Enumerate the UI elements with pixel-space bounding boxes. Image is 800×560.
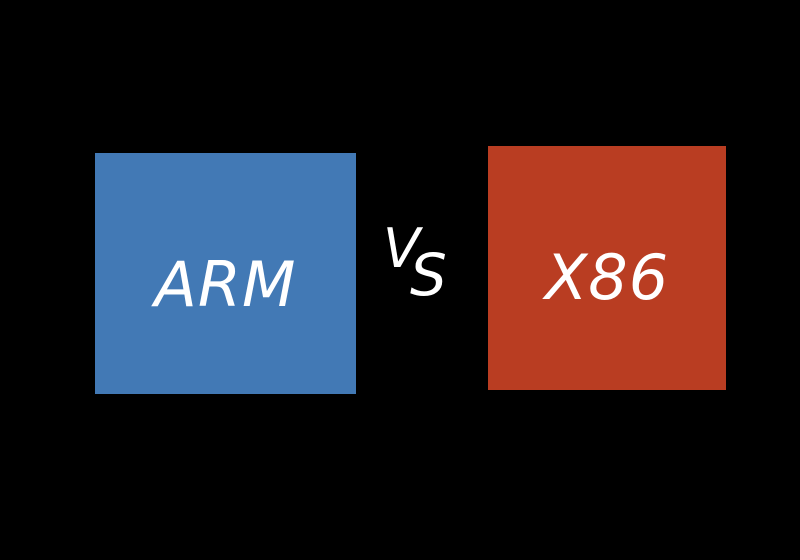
x86-panel: X86 [488,146,726,390]
x86-label: X86 [544,241,670,314]
arm-label: ARM [154,247,297,321]
versus-letter-v: V [383,217,420,280]
arm-panel: ARM [95,153,356,394]
versus-letter-s: S [410,241,447,309]
